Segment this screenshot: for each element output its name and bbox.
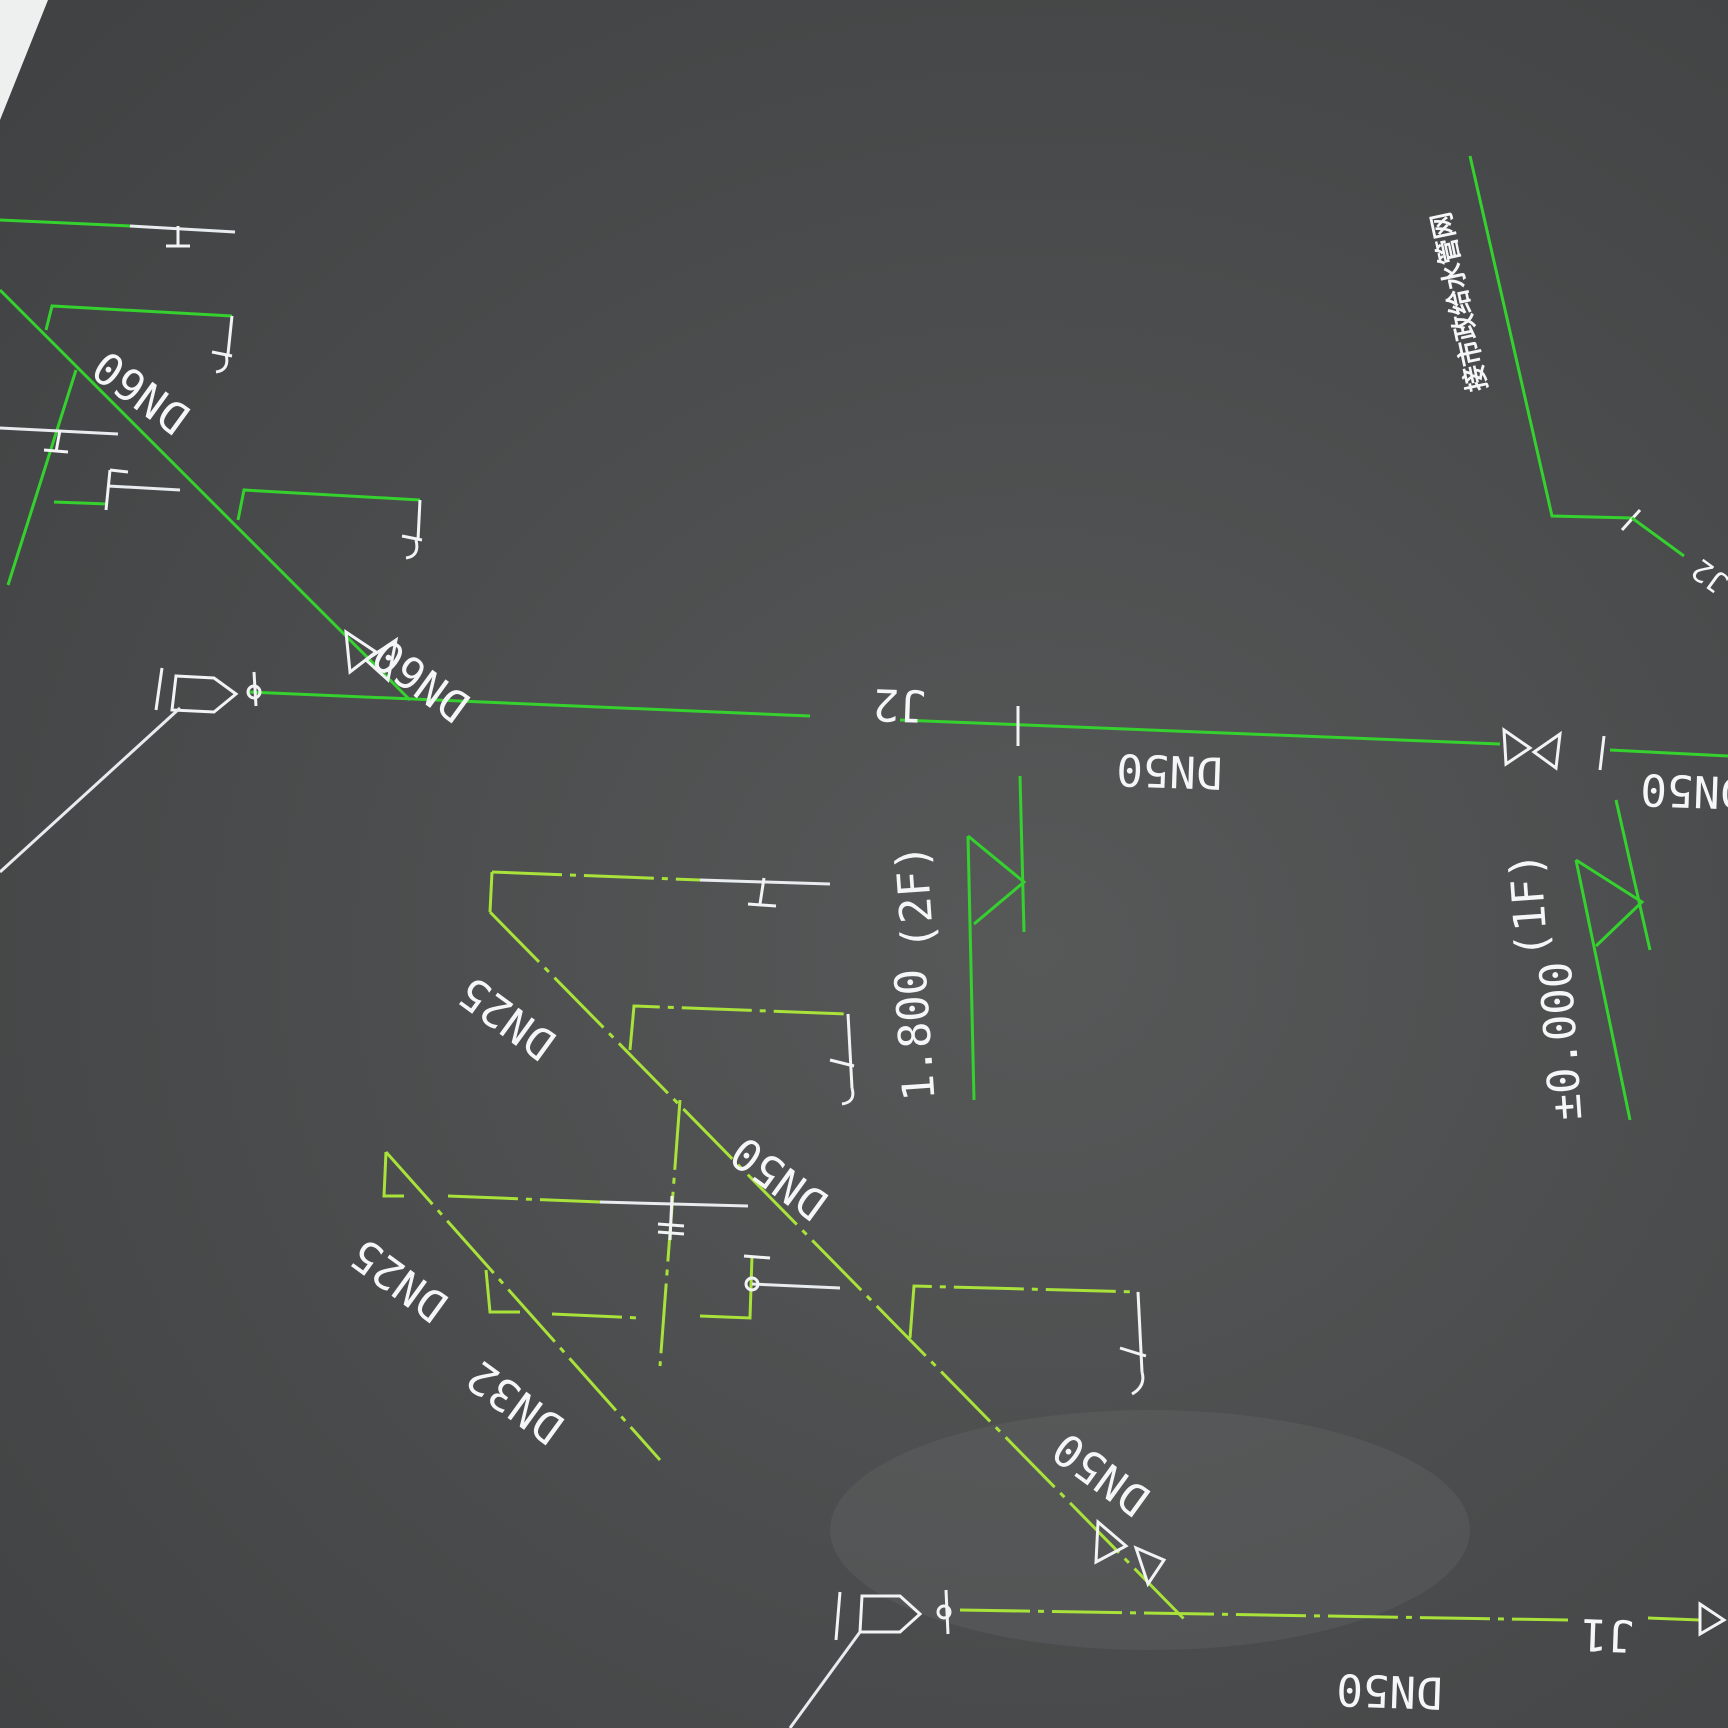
gate-valve-icon (1502, 727, 1562, 771)
angle-valve-icon (829, 1013, 855, 1106)
label-municipal-supply-note: 接市政给水管网 (1426, 210, 1494, 394)
j2-system (0, 155, 1728, 1121)
label-j2: J2 (872, 678, 927, 731)
label-dn50-j2-main: DN50 (1116, 743, 1224, 798)
label-floor-2: (2F) (886, 842, 944, 951)
screen-glare (830, 1410, 1470, 1650)
label-dn50-branch: DN50 (722, 1126, 838, 1230)
faucet-icon (743, 1254, 771, 1292)
faucet-icon (747, 877, 777, 908)
faucet-icon (104, 468, 129, 511)
label-dn25-upper: DN25 (450, 966, 566, 1070)
label-dn25-lower: DN25 (342, 1228, 458, 1332)
label-dn50-j1-main: DN50 (1336, 1663, 1444, 1718)
label-dn32: DN32 (458, 1350, 574, 1454)
water-meter-icon (154, 667, 262, 714)
label-partial-j2: J2 (1686, 551, 1728, 601)
check-valve-icon (1698, 1601, 1727, 1637)
angle-valve-icon (1119, 1291, 1147, 1396)
pipe-break-mark (1620, 508, 1642, 532)
j1-system (382, 870, 1727, 1728)
water-meter-icon (834, 1589, 952, 1641)
angle-valve-icon (401, 499, 423, 560)
label-elevation-1f: ±0.000 (1531, 960, 1593, 1122)
label-elevation-2f: 1.800 (885, 967, 945, 1103)
label-j1: J1 (1580, 1608, 1635, 1661)
label-dn50-right: DN50 (1640, 763, 1728, 818)
paper-corner (0, 0, 48, 120)
label-floor-1: (1F) (1500, 850, 1558, 959)
pipe-break-mark (1598, 735, 1606, 771)
label-dn60-upper: DN60 (84, 340, 200, 444)
gate-valve-icon (344, 628, 399, 683)
faucet-icon (657, 1195, 685, 1241)
angle-valve-icon (211, 315, 234, 374)
gate-valve-icon (1094, 1518, 1167, 1588)
label-dn60-mid: DN60 (364, 628, 480, 732)
faucet-icon (43, 429, 69, 454)
faucet-icon (166, 226, 190, 248)
